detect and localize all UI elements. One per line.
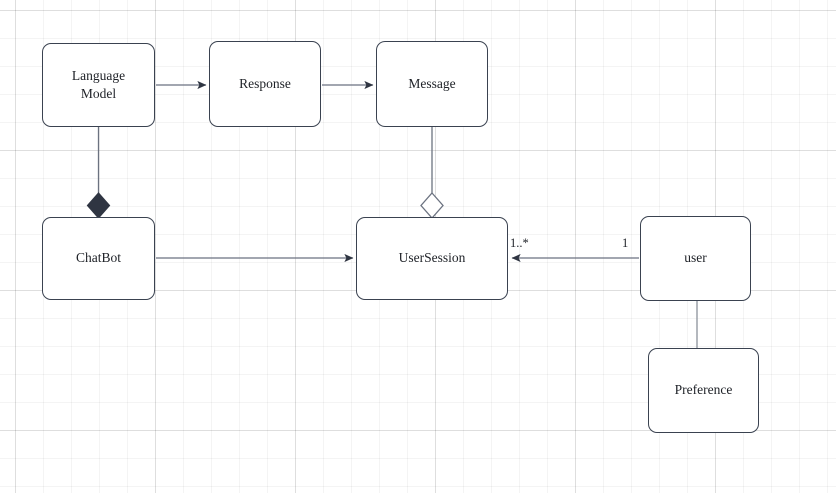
node-user-label: user	[684, 250, 707, 266]
node-language-model-label: Language Model	[71, 67, 126, 101]
node-user-session[interactable]: UserSession	[356, 217, 508, 300]
multiplicity-label-many: 1..*	[510, 236, 529, 250]
node-chatbot[interactable]: ChatBot	[42, 217, 155, 300]
node-user-session-label: UserSession	[398, 250, 466, 266]
node-preference[interactable]: Preference	[648, 348, 759, 433]
node-message-label: Message	[408, 75, 456, 91]
node-chatbot-label: ChatBot	[75, 250, 121, 266]
node-response-label: Response	[239, 75, 291, 91]
filled-diamond-icon	[86, 192, 111, 219]
node-language-model[interactable]: Language Model	[42, 43, 155, 127]
node-message[interactable]: Message	[376, 41, 488, 127]
edge-language-model-to-chatbot	[86, 127, 111, 219]
hollow-diamond-icon	[420, 192, 444, 219]
node-preference-label: Preference	[674, 382, 733, 398]
node-response[interactable]: Response	[209, 41, 321, 127]
multiplicity-label-one: 1	[622, 236, 629, 250]
edge-message-to-user-session	[420, 127, 444, 219]
node-user[interactable]: user	[640, 216, 751, 301]
